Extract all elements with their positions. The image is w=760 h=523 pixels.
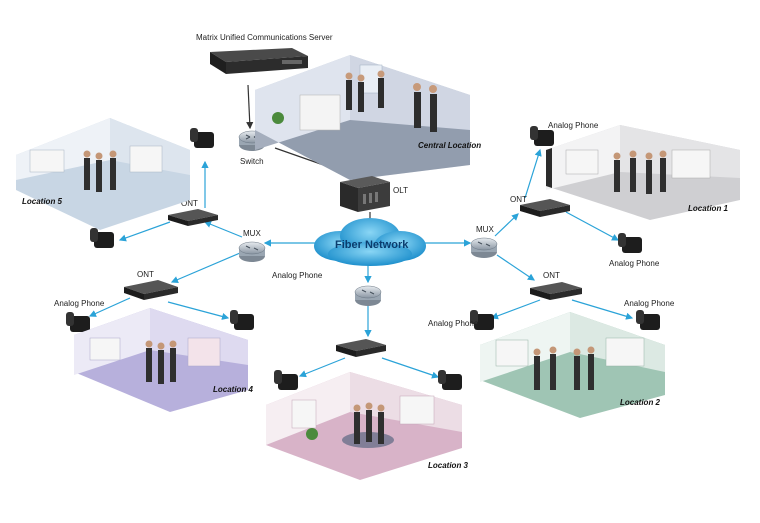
location-2-room (480, 312, 665, 418)
loc1-analog-phone-label-right: Analog Phone (609, 259, 660, 268)
link-server-switch (246, 84, 254, 130)
link-mux-ont5 (203, 220, 243, 238)
central-location-label: Central Location (418, 141, 481, 150)
fiber-network-cloud (314, 218, 426, 266)
location-1-room (546, 125, 740, 220)
ont5-label: ONT (181, 199, 198, 208)
link-mux-ont4 (170, 252, 241, 283)
ont2-device (530, 282, 582, 300)
loc2-analog-phone-label-right: Analog Phone (624, 299, 675, 308)
phone-icon (66, 312, 90, 332)
link-ont2-phone-right (571, 299, 634, 320)
olt-device (340, 176, 390, 212)
ont4-device (124, 280, 178, 300)
link-ont1-phone-right (565, 211, 620, 241)
olt-label: OLT (393, 186, 408, 195)
location-2-label: Location 2 (620, 398, 661, 407)
loc2-analog-phone-label-left: Analog Phone (428, 319, 479, 328)
link-mux-ont1 (494, 213, 519, 237)
phone-icon (230, 310, 254, 330)
location-4-room (74, 308, 248, 412)
link-ont2-phone-left (490, 299, 541, 320)
link-ont4-phone-right (167, 301, 230, 320)
location-4-label: Location 4 (213, 385, 254, 394)
loc1-analog-phone-label-top: Analog Phone (548, 121, 599, 130)
location-5-label: Location 5 (22, 197, 63, 206)
loc4-analog-phone-label-left: Analog Phone (54, 299, 105, 308)
link-ont3-phone-left (298, 357, 346, 378)
phone-icon (438, 370, 462, 390)
phone-icon (90, 228, 114, 248)
link-mux-ont2 (496, 254, 535, 281)
phone-icon (274, 370, 298, 390)
phone-icon (530, 126, 554, 146)
link-ont4-phone-left (88, 297, 131, 317)
link-ont5-phone-left (118, 221, 171, 242)
ont1-label: ONT (510, 195, 527, 204)
phones (66, 126, 660, 390)
phone-icon (470, 310, 494, 330)
ont1-device (520, 199, 570, 217)
ont4-label: ONT (137, 270, 154, 279)
ont5-device (168, 209, 218, 226)
center-router-icon (354, 285, 382, 306)
fiber-network-label: Fiber Network (335, 239, 409, 251)
phone-icon (618, 233, 642, 253)
location-5-room (16, 118, 190, 230)
central-location-room (255, 55, 470, 180)
mux-left-router-icon (238, 241, 266, 262)
location-3-room (266, 372, 462, 480)
link-ont1-phone-top (524, 148, 542, 199)
location-3-label: Location 3 (428, 461, 469, 470)
mux-left-label: MUX (243, 229, 261, 238)
phone-icon (636, 310, 660, 330)
mux-right-label: MUX (476, 225, 494, 234)
switch-label: Switch (240, 157, 264, 166)
phone-icon (190, 128, 214, 148)
uc-server (210, 48, 308, 74)
link-ont3-phone-right (381, 357, 440, 379)
center-analog-phone-label: Analog Phone (272, 271, 323, 280)
ont2-label: ONT (543, 271, 560, 280)
mux-right-router-icon (470, 237, 498, 258)
ont3-device (336, 339, 386, 357)
server-label: Matrix Unified Communications Server (196, 33, 333, 42)
location-1-label: Location 1 (688, 204, 729, 213)
